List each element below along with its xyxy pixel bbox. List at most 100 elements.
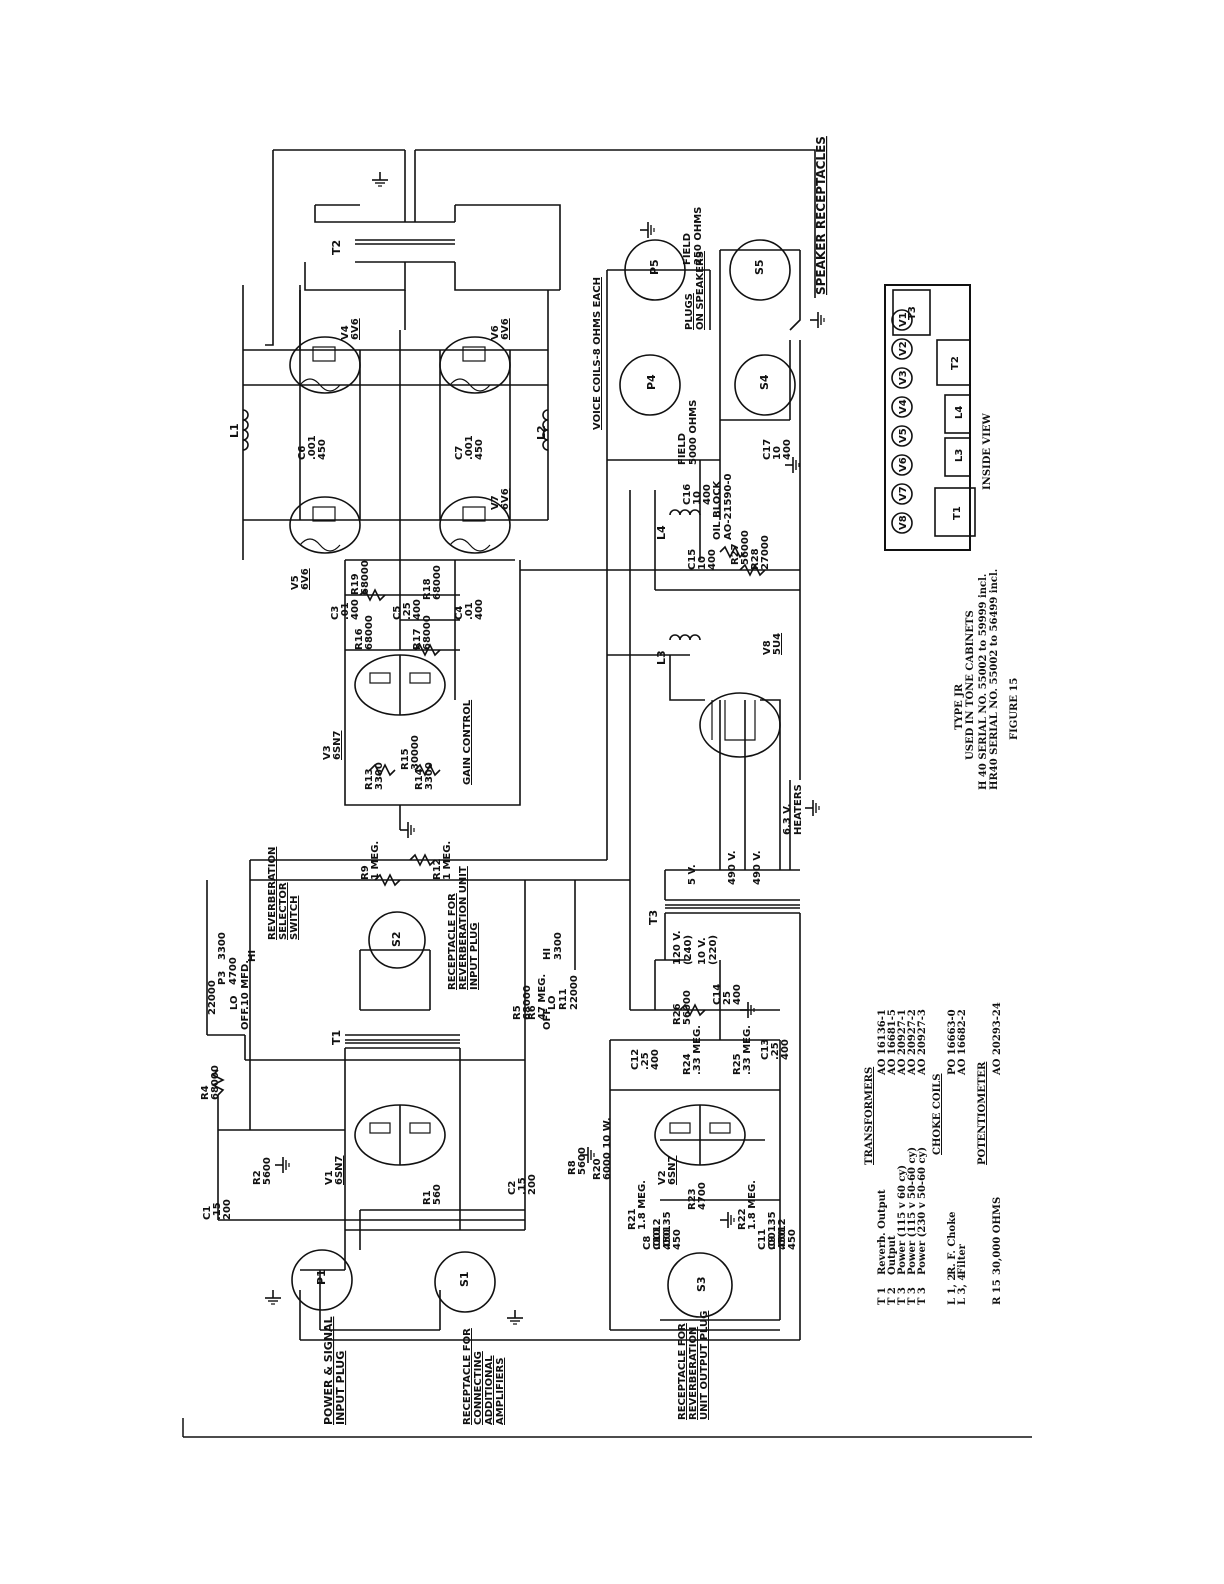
resistor-r20-value: 6000 10 W. xyxy=(602,1117,613,1180)
label-reverb-line2: REVERBERATION xyxy=(688,1327,699,1420)
socket-s1 xyxy=(434,1251,496,1313)
capacitor-c13-value: .25 xyxy=(770,1042,781,1060)
resistor-r4-ref: R4 xyxy=(200,1085,211,1100)
label-v8: V8 xyxy=(762,640,773,655)
switch-top-off: OFF xyxy=(240,1008,251,1030)
label-v3: V3 xyxy=(322,745,333,760)
inside-tube-v1 xyxy=(891,309,913,331)
legend-transformer-3-part: AO 20927-2 xyxy=(907,1009,918,1076)
legend-choke-0-part: PO 16663-0 xyxy=(947,1009,958,1075)
capacitor-c16-voltage: 400 xyxy=(702,484,713,505)
legend-transformer-0-desc: Reverb. Output xyxy=(877,1189,888,1275)
resistor-r1-value: 560 xyxy=(432,1184,443,1205)
resistor-r18-value: 68000 xyxy=(432,565,443,600)
resistor-r26-ref: R26 xyxy=(672,1003,683,1025)
legend-transformer-1-ref: T 2 xyxy=(887,1287,898,1305)
legend-pot-0-part: AO 20293-24 xyxy=(992,1002,1003,1076)
resistor-r19-value: 68000 xyxy=(360,560,371,595)
inside-box-t2 xyxy=(936,339,971,386)
label-power-signal-line2: INPUT PLUG xyxy=(334,1351,347,1425)
legend-transformer-3-ref: T 3 xyxy=(907,1287,918,1305)
inside-box-l3 xyxy=(944,437,971,477)
resistor-r23-ref: R23 xyxy=(687,1188,698,1210)
capacitor-c14-ref: C14 xyxy=(712,984,723,1005)
capacitor-c6-ref: C6 xyxy=(297,446,308,460)
legend-transformer-0-ref: T 1 xyxy=(877,1287,888,1305)
tube-v5 xyxy=(289,496,361,554)
t3-tap-5v: 5 V. xyxy=(687,864,698,885)
capacitor-c1-ref: C1 xyxy=(202,1206,213,1220)
inside-t2-label: T2 xyxy=(950,356,961,370)
legend-choke-0-desc: R. F. Choke xyxy=(947,1211,958,1275)
t3-tap-10v: 10 V. xyxy=(697,937,708,965)
resistor-r17-value: 68000 xyxy=(422,615,433,650)
capacitor-c11-voltage: 450 xyxy=(777,1229,788,1250)
capacitor-c3-voltage: 400 xyxy=(350,599,361,620)
capacitor-c15-value: 10 xyxy=(697,556,708,570)
capacitor-c13-voltage: 400 xyxy=(780,1039,791,1060)
voice-coils-label: VOICE COILS-8 OHMS EACH xyxy=(592,277,603,430)
left-label-power: POWER & SIGNAL INPUT PLUG xyxy=(322,1316,347,1425)
resistor-r12 xyxy=(409,853,436,867)
label-power-signal-line1: POWER & SIGNAL xyxy=(322,1316,335,1425)
inside-box-t3 xyxy=(892,289,931,336)
choke-l4 xyxy=(669,509,701,516)
tube-v4 xyxy=(289,336,361,394)
resistor-r6-value: 47 MEG. xyxy=(537,974,548,1020)
plugs-on-speakers-line2: ON SPEAKERS xyxy=(695,251,706,330)
label-s1: S1 xyxy=(458,1271,471,1287)
resistor-r19-ref: R19 xyxy=(350,573,361,595)
label-v6: V6 xyxy=(490,325,501,340)
label-l1: L1 xyxy=(228,423,241,438)
resistor-r27-value: 56000 xyxy=(740,530,751,565)
chokes xyxy=(211,409,766,1096)
legend-transformer-4-desc: Power (230 v 50-60 cy) xyxy=(917,1147,928,1275)
choke-l1 xyxy=(242,409,249,451)
resistor-r25-value: .33 MEG. xyxy=(742,1025,753,1075)
capacitor-c1-value: .15 xyxy=(212,1202,223,1220)
capacitor-c2-ref: C2 xyxy=(507,1181,518,1195)
field-p5-line1: FIELD xyxy=(682,233,693,265)
capacitor-c8-value: .0012 xyxy=(652,1218,663,1250)
title-type: TYPE JR xyxy=(954,683,965,730)
speaker-receptacles-label: SPEAKER RECEPTACLES xyxy=(814,136,828,295)
capacitor-c9-voltage: 450 xyxy=(787,1229,798,1250)
capacitor-c7-voltage: 450 xyxy=(474,439,485,460)
capacitor-c2-value: .15 xyxy=(517,1177,528,1195)
tube-shapes xyxy=(289,336,781,1166)
label-reverb-line1: RECEPTACLE FOR xyxy=(677,1323,688,1420)
capacitor-c3-ref: C3 xyxy=(330,606,341,620)
legend-transformer-2-ref: T 3 xyxy=(897,1287,908,1305)
switch-bot-off: OFF xyxy=(542,1008,553,1030)
resistor-r23-value: 4700 xyxy=(697,1182,708,1210)
capacitor-c12-voltage: 400 xyxy=(650,1049,661,1070)
capacitor-c10-value: .00135 xyxy=(662,1211,673,1250)
title-hr40: HR40 SERIAL NO. 55002 to 56499 incl. xyxy=(989,569,1000,790)
switch-top-3300: 3300 xyxy=(217,932,228,960)
resistor-r15-ref: R15 xyxy=(400,748,411,770)
reverb-selector-line1: REVERBERATION xyxy=(267,847,278,940)
title-figure: FIGURE 15 xyxy=(1009,678,1020,740)
reverb-selector-line3: SWITCH xyxy=(289,896,300,940)
gain-control-label: GAIN CONTROL xyxy=(462,699,473,785)
t3-tap-240: (240) xyxy=(683,935,694,965)
resistor-r9-value: 1 MEG. xyxy=(370,841,381,880)
inside-tube-v5-label: V5 xyxy=(898,428,909,443)
label-p4: P4 xyxy=(645,374,658,390)
resistor-r2-ref: R2 xyxy=(252,1170,263,1185)
title-h40: H 40 SERIAL NO. 55002 to 59999 incl. xyxy=(978,574,989,790)
inside-tube-v7-label: V7 xyxy=(898,486,909,501)
capacitor-c8-ref: C8 xyxy=(642,1236,653,1250)
legend-pot-0-ref: R 15 xyxy=(992,1279,1003,1305)
resistor-r28-value: 27000 xyxy=(760,535,771,570)
label-reverb-line3: UNIT OUTPUT PLUG xyxy=(699,1311,710,1420)
capacitor-c4-value: .01 xyxy=(464,602,475,620)
inside-tube-v2-label: V2 xyxy=(898,341,909,356)
resistor-r16-ref: R16 xyxy=(354,628,365,650)
switch-top-4700: 4700 xyxy=(228,957,239,985)
capacitor-c15-ref: C15 xyxy=(687,549,698,570)
capacitor-c16-ref: C16 xyxy=(682,484,693,505)
